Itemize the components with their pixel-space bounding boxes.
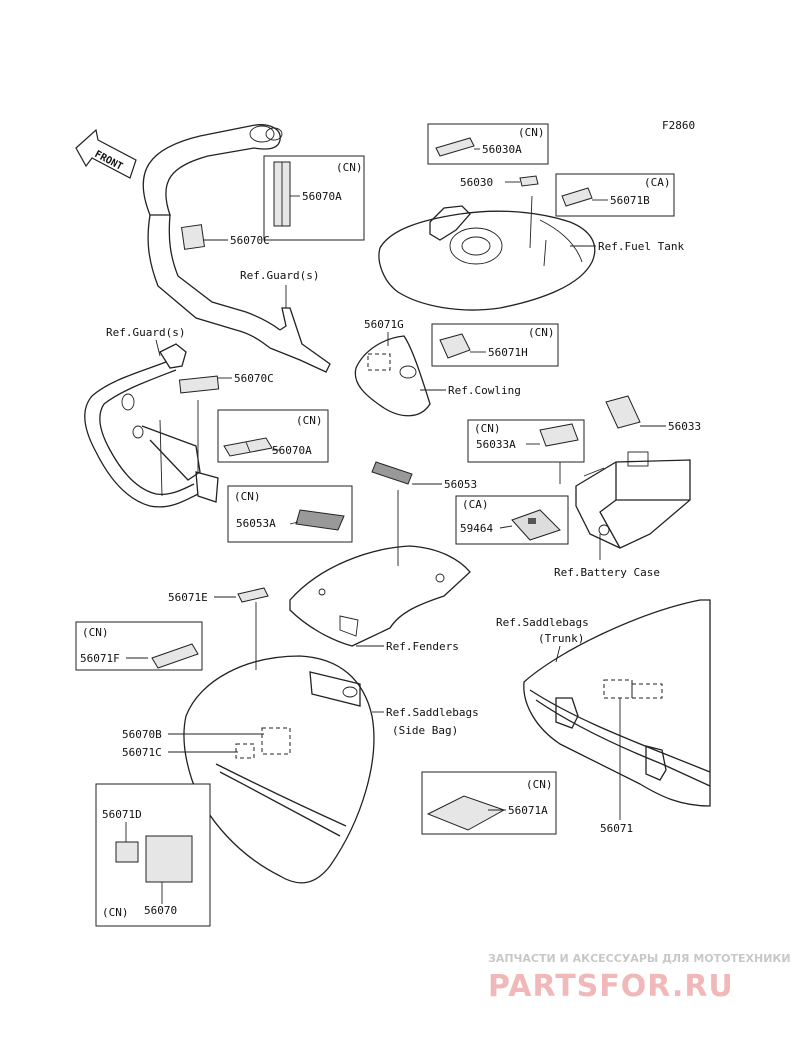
callout-56071B-ca: (CA) 56071B <box>555 173 675 217</box>
svg-text:56030A: 56030A <box>482 143 522 156</box>
label-56030: 56030 <box>460 176 493 189</box>
decal-56053 <box>371 461 413 485</box>
label-ref-fenders: Ref.Fenders <box>386 640 459 653</box>
decal-56071E <box>237 587 269 603</box>
callout-56071H-cn: (CN) 56071H <box>431 323 559 367</box>
svg-text:56070A: 56070A <box>272 444 312 457</box>
lower-guard-drawing <box>84 343 220 508</box>
callout-56070A-cn-lower: (CN) 56070A <box>217 409 329 463</box>
label-ref-saddlebags-side-1: Ref.Saddlebags <box>386 706 479 719</box>
decal-56030 <box>519 175 539 187</box>
side-saddlebag-drawing <box>183 655 375 884</box>
svg-text:(CN): (CN) <box>528 326 555 339</box>
svg-text:(CN): (CN) <box>234 490 261 503</box>
label-56053: 56053 <box>444 478 477 491</box>
svg-text:(CN): (CN) <box>102 906 129 919</box>
fender-drawing <box>289 545 471 647</box>
svg-text:(CN): (CN) <box>336 161 363 174</box>
callout-56070A-cn: (CN) 56070A <box>263 155 365 241</box>
svg-text:56071A: 56071A <box>508 804 548 817</box>
decal-56033 <box>605 395 641 429</box>
cowling-drawing <box>354 335 431 417</box>
label-ref-cowling: Ref.Cowling <box>448 384 521 397</box>
svg-text:56070: 56070 <box>144 904 177 917</box>
callout-56071A-cn: (CN) 56071A <box>421 771 557 835</box>
callout-56033A-cn: (CN) 56033A <box>467 419 585 463</box>
svg-text:56033A: 56033A <box>476 438 516 451</box>
svg-text:56071H: 56071H <box>488 346 528 359</box>
callout-56071F-cn: (CN) 56071F <box>75 621 203 671</box>
label-56070C-lower: 56070C <box>234 372 274 385</box>
svg-text:56071B: 56071B <box>610 194 650 207</box>
label-56071G: 56071G <box>364 318 404 331</box>
label-ref-guard-left: Ref.Guard(s) <box>106 326 185 339</box>
label-56070C-upper: 56070C <box>230 234 270 247</box>
label-56071: 56071 <box>600 822 633 835</box>
svg-text:56070A: 56070A <box>302 190 342 203</box>
trunk-saddlebag-drawing <box>523 599 711 807</box>
label-ref-saddlebags-trunk-1: Ref.Saddlebags <box>496 616 589 629</box>
svg-text:(CN): (CN) <box>82 626 109 639</box>
label-56033: 56033 <box>668 420 701 433</box>
label-ref-saddlebags-side-2: (Side Bag) <box>392 724 458 737</box>
upper-guard-drawing <box>142 124 331 373</box>
svg-text:(CN): (CN) <box>474 422 501 435</box>
diagram-code: F2860 <box>662 119 695 132</box>
label-ref-guard-right: Ref.Guard(s) <box>240 269 319 282</box>
callout-56071D-56070-cn: 56071D (CN) 56070 <box>95 783 211 927</box>
svg-text:56071F: 56071F <box>80 652 120 665</box>
label-56071E: 56071E <box>168 591 208 604</box>
watermark-brand: PARTSFOR.RU <box>488 969 734 1004</box>
label-56070B: 56070B <box>122 728 162 741</box>
label-ref-fuel-tank: Ref.Fuel Tank <box>598 240 684 253</box>
callout-56053A-cn: (CN) 56053A <box>227 485 353 543</box>
svg-text:56053A: 56053A <box>236 517 276 530</box>
svg-text:(CN): (CN) <box>518 126 545 139</box>
front-arrow-icon: FRONT <box>75 128 137 179</box>
callout-56030A-cn: (CN) 56030A <box>427 123 549 165</box>
svg-text:(CN): (CN) <box>296 414 323 427</box>
label-ref-saddlebags-trunk-2: (Trunk) <box>538 632 584 645</box>
svg-text:(CN): (CN) <box>526 778 553 791</box>
svg-text:(CA): (CA) <box>462 498 489 511</box>
svg-text:59464: 59464 <box>460 522 493 535</box>
fuel-tank-drawing <box>378 195 596 311</box>
watermark-tagline: ЗАПЧАСТИ И АКСЕССУАРЫ ДЛЯ МОТОТЕХНИКИ <box>488 952 791 965</box>
callout-59464-ca: (CA) 59464 <box>455 495 569 545</box>
svg-text:(CA): (CA) <box>644 176 671 189</box>
svg-text:56071D: 56071D <box>102 808 142 821</box>
label-56071C: 56071C <box>122 746 162 759</box>
battery-case-drawing <box>575 451 691 549</box>
label-ref-battery-case: Ref.Battery Case <box>554 566 660 579</box>
